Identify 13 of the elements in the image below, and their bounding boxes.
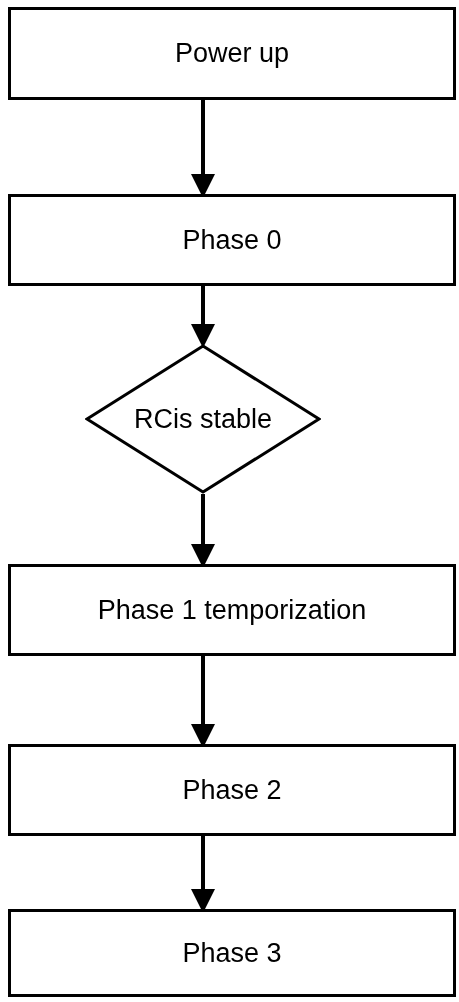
process-box [8, 909, 456, 997]
decision-diamond [85, 344, 321, 494]
process-box [8, 194, 456, 286]
node-label: Phase 2 [182, 773, 282, 807]
process-box [8, 744, 456, 836]
node-label: RCis stable [133, 402, 272, 436]
node-label: Phase 1 temporization [97, 593, 367, 627]
node-label: Phase 3 [182, 936, 282, 970]
node-label: Power up [174, 37, 290, 71]
node-label: Phase 0 [182, 223, 282, 257]
arrow [191, 286, 215, 348]
process-box [8, 7, 456, 100]
process-box [8, 564, 456, 656]
